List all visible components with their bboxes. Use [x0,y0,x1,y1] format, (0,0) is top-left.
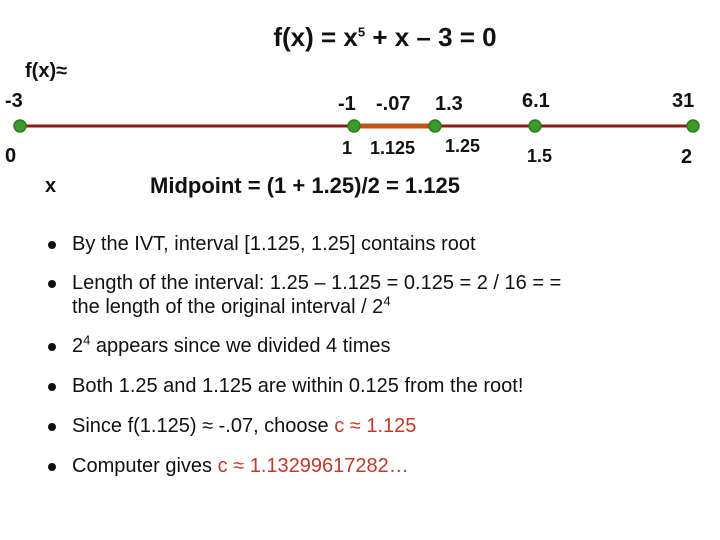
bullet-ivt: By the IVT, interval [1.125, 1.25] conta… [48,232,698,256]
bullet-dot-icon [48,343,56,351]
title-exponent: 5 [357,24,366,40]
bullet-dot-icon [48,241,56,249]
bullet-dot-icon [48,280,56,288]
fx-value-at-1.25: 1.3 [435,93,463,115]
bullet-dot-icon [48,423,56,431]
x-value-1.25: 1.25 [445,136,481,156]
fx-value-at-2: 31 [672,90,695,112]
fx-row-label: f(x)≈ [25,60,68,82]
fx-value-at-0: -3 [5,90,23,112]
bullet-dot-icon [48,383,56,391]
x-value-0: 0 [5,145,17,167]
point-x-1.25 [428,119,442,133]
bullet-within-bound: Both 1.25 and 1.125 are within 0.125 fro… [48,374,698,398]
x-value-2: 2 [681,146,693,168]
point-x-1 [347,119,361,133]
fx-value-at-1: -1 [338,93,356,115]
fx-value-at-1.125: -.07 [376,93,411,115]
bullet-dot-icon [48,463,56,471]
fx-value-at-1.5: 6.1 [522,90,550,112]
x-value-1.125: 1.125 [370,138,416,158]
point-x-0 [13,119,27,133]
page-title: f(x) = x5 + x – 3 = 0 [273,22,497,52]
bullet-divisions: 24 appears since we divided 4 times [48,333,698,358]
bullet-list: By the IVT, interval [1.125, 1.25] conta… [48,232,698,478]
midpoint-formula: Midpoint = (1 + 1.25)/2 = 1.125 [150,173,460,198]
bullet-choose-c: Since f(1.125) ≈ -.07, choose c ≈ 1.125 [48,414,698,438]
bullet-interval-length: Length of the interval: 1.25 – 1.125 = 0… [48,271,698,319]
x-row-label: x [45,175,57,197]
point-x-2 [686,119,700,133]
number-line [13,119,700,133]
point-x-1.5 [528,119,542,133]
bullet-computer-value: Computer gives c ≈ 1.13299617282… [48,454,698,478]
x-value-1: 1 [342,138,353,158]
x-value-1.5: 1.5 [527,146,553,166]
